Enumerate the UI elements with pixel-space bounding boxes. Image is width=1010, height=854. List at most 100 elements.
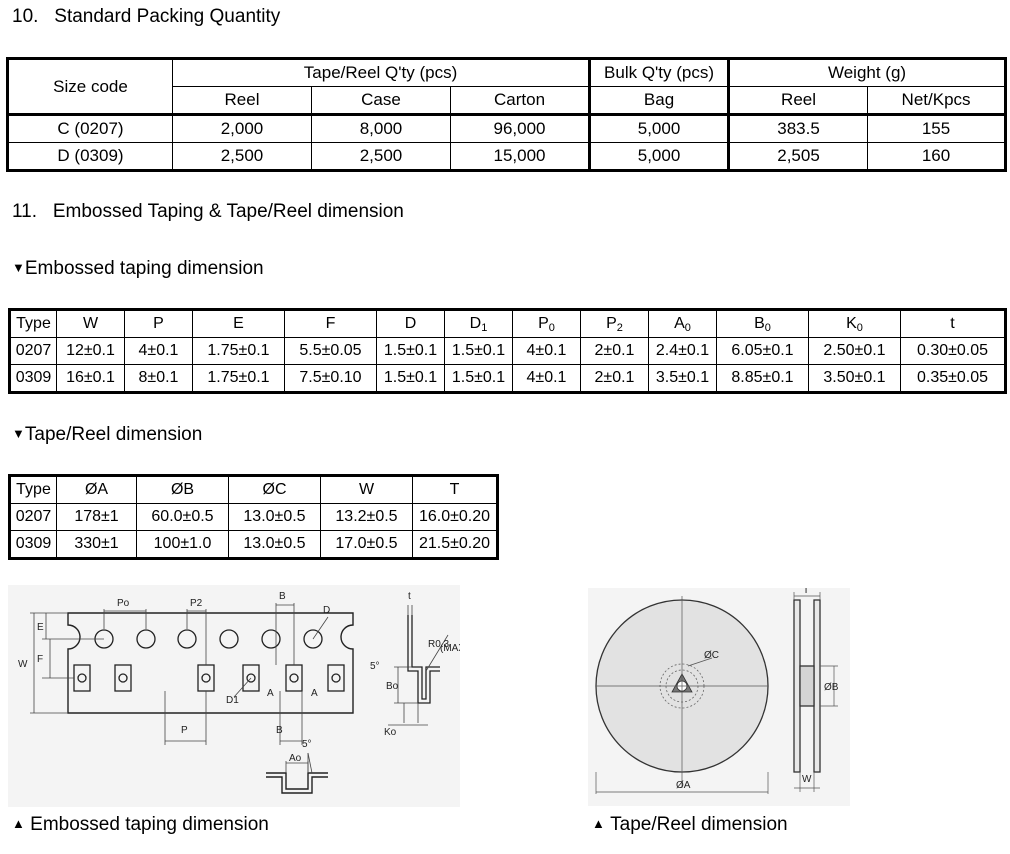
- cell-text: 0.30±0.05: [916, 342, 989, 359]
- label-t: t: [408, 591, 411, 602]
- reel-caption: ▲ Tape/Reel dimension: [592, 813, 788, 836]
- cell-text: ØB: [170, 481, 195, 498]
- table-cell: 15,000: [449, 142, 591, 171]
- table-cell: 60.0±0.5: [136, 503, 229, 531]
- cell-text: 1.5±0.1: [451, 369, 506, 386]
- label-angle1: 5°: [370, 661, 380, 672]
- triangle-up-icon: ▲: [592, 816, 605, 831]
- table-cell: 178±1: [56, 503, 137, 531]
- section-10-title: Standard Packing Quantity: [54, 6, 281, 27]
- label-p2: P2: [190, 598, 203, 609]
- section-11-number: 11.: [12, 201, 38, 222]
- group-header: Bulk Q'ty (pcs): [588, 58, 731, 87]
- label-max: (MAX): [440, 643, 460, 654]
- cell-text: 1.5±0.1: [451, 342, 506, 359]
- cell-text: 1.75±0.1: [207, 369, 270, 386]
- label-reel-a: ØA: [676, 780, 691, 791]
- cell-text: 2.50±0.1: [823, 342, 886, 359]
- triangle-down-icon: ▼: [12, 260, 25, 275]
- cell-text: 100±1.0: [153, 535, 212, 552]
- table-cell: 1.5±0.1: [376, 337, 445, 365]
- packing-quantity-table: Size code Tape/Reel Q'ty (pcs) Bulk Q'ty…: [6, 57, 1008, 172]
- cell-text: 3.50±0.1: [823, 369, 886, 386]
- header-cell: P0: [512, 309, 581, 338]
- group-header: Weight (g): [728, 58, 1007, 87]
- cell-text: 1.5±0.1: [383, 342, 438, 359]
- cell-text: F: [325, 315, 336, 332]
- label-w: W: [18, 659, 28, 670]
- table-cell: 2.50±0.1: [808, 337, 901, 365]
- sub-header: Bag: [588, 86, 731, 115]
- table-row: D (0309) 2,500 2,500 15,000 5,000 2,505 …: [7, 142, 1007, 171]
- table-cell: ØB: [136, 475, 229, 504]
- cell-text: 0.35±0.05: [916, 369, 989, 386]
- cell-text: 1.5±0.1: [383, 369, 438, 386]
- label-reel-t: T: [803, 588, 809, 596]
- cell-subscript: 0: [548, 322, 555, 334]
- cell-text: T: [449, 481, 460, 498]
- cell-text: 8.85±0.1: [731, 369, 794, 386]
- table-cell: 3.50±0.1: [808, 364, 901, 393]
- reel-subheading-text: Tape/Reel dimension: [24, 424, 203, 445]
- sub-header: Net/Kpcs: [867, 86, 1007, 115]
- cell-subscript: 1: [481, 322, 488, 334]
- cell-text: 0309: [15, 535, 52, 552]
- cell-text: 1.75±0.1: [207, 342, 270, 359]
- label-b-bottom: B: [276, 725, 283, 736]
- cell-text: 0207: [15, 508, 52, 525]
- reel-caption-text: Tape/Reel dimension: [610, 814, 788, 835]
- cell-text: 4±0.1: [526, 369, 567, 386]
- sub-header: Reel: [728, 86, 869, 115]
- table-cell: 0309: [9, 530, 57, 559]
- cell-text: t: [950, 315, 955, 332]
- cell-text: 17.0±0.5: [335, 535, 398, 552]
- table-cell: 5,000: [588, 114, 731, 143]
- table-cell: 21.5±0.20: [412, 530, 498, 559]
- cell-subscript: 0: [764, 322, 771, 334]
- label-a2: A: [311, 688, 318, 699]
- table-cell: 5,000: [588, 142, 731, 171]
- table-cell: 8±0.1: [124, 364, 193, 393]
- section-11-title: Embossed Taping & Tape/Reel dimension: [52, 201, 404, 222]
- cell-text: 3.5±0.1: [655, 369, 710, 386]
- header-cell: P: [124, 309, 193, 338]
- cell-text: W: [358, 481, 375, 498]
- label-f: F: [37, 654, 43, 665]
- cell-text: 0207: [15, 342, 52, 359]
- table-cell: 160: [867, 142, 1007, 171]
- cell-subscript: 0: [684, 322, 691, 334]
- label-reel-w: W: [802, 774, 812, 785]
- header-cell: F: [284, 309, 377, 338]
- taping-caption-text: Embossed taping dimension: [30, 814, 269, 835]
- cell-text: ØA: [84, 481, 109, 498]
- label-angle2: 5°: [302, 739, 312, 750]
- cell-text: 16±0.1: [66, 369, 115, 386]
- label-r: R0.3: [428, 639, 450, 650]
- cell-text: B: [754, 315, 765, 332]
- cell-text: 16.0±0.20: [418, 508, 491, 525]
- cell-text: 6.05±0.1: [731, 342, 794, 359]
- cell-text: 0309: [15, 369, 52, 386]
- cell-text: A: [674, 315, 685, 332]
- cell-text: ØC: [262, 481, 287, 498]
- table-cell: 0.35±0.05: [900, 364, 1006, 393]
- header-cell: B0: [716, 309, 809, 338]
- table-cell: ØA: [56, 475, 137, 504]
- table-cell: 16.0±0.20: [412, 503, 498, 531]
- cell-subscript: 0: [856, 322, 863, 334]
- cell-text: 4±0.1: [526, 342, 567, 359]
- cell-text: 8±0.1: [138, 369, 179, 386]
- section-11-heading: 11. Embossed Taping & Tape/Reel dimensio…: [12, 201, 404, 223]
- table-cell: 2.4±0.1: [648, 337, 717, 365]
- table-cell: 17.0±0.5: [320, 530, 413, 559]
- table-cell: 1.75±0.1: [192, 337, 285, 365]
- header-cell: t: [900, 309, 1006, 338]
- cell-text: 5.5±0.05: [299, 342, 362, 359]
- cell-text: 60.0±0.5: [151, 508, 214, 525]
- header-cell: P2: [580, 309, 649, 338]
- cell-text: Type: [16, 315, 51, 332]
